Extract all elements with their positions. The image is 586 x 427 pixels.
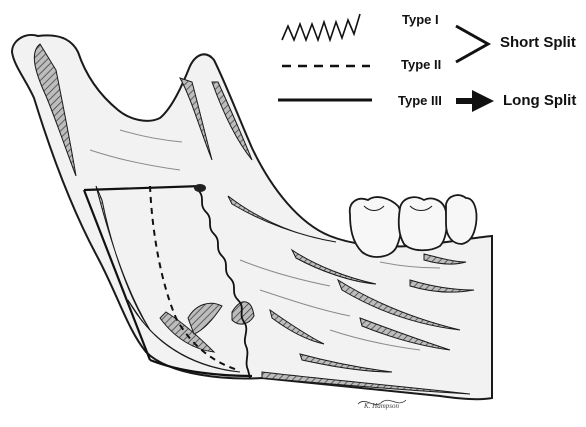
long-split-label: Long Split xyxy=(503,92,576,109)
short-split-bracket-icon xyxy=(456,26,488,62)
signature-text: K. Hampson xyxy=(364,402,399,410)
legend-type1-label: Type I xyxy=(402,12,439,27)
legend-type3-label: Type III xyxy=(398,93,442,108)
legend-type1-wavy-icon xyxy=(282,14,360,40)
lingula-mark xyxy=(194,184,206,192)
legend-type2-label: Type II xyxy=(401,57,441,72)
long-split-arrow-icon xyxy=(456,90,494,112)
short-split-label: Short Split xyxy=(500,34,576,51)
